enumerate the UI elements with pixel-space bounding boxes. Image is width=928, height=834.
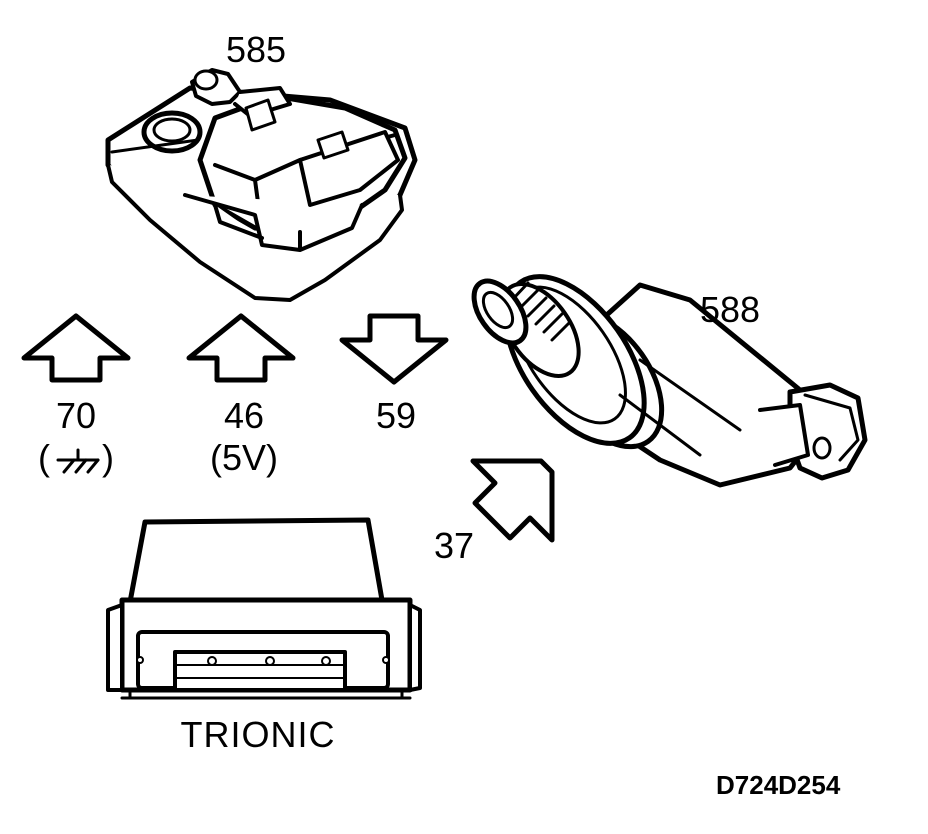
sensor-585-label: 585	[225, 29, 287, 70]
pin70-note-open: (	[38, 437, 50, 478]
valve-588-label: 588	[700, 289, 761, 330]
ecu-label: TRIONIC	[180, 714, 336, 755]
pin37-label: 37	[434, 525, 475, 566]
drawing-id: D724D254	[716, 770, 841, 800]
ecu-trionic-icon	[106, 517, 422, 700]
map-sensor-585-icon	[105, 68, 418, 302]
pin70-label: 70	[55, 395, 97, 436]
pin37-arrow-diagonal-icon	[470, 458, 555, 543]
pin59-label: 59	[375, 395, 417, 436]
ground-icon	[56, 448, 100, 474]
pin59-arrow-down-icon	[339, 313, 449, 385]
pin46-arrow-up-icon	[186, 313, 296, 383]
pin46-label: 46	[223, 395, 265, 436]
pin70-note-close: )	[102, 437, 114, 478]
pin46-note: (5V)	[209, 437, 279, 478]
valve-588-icon	[471, 274, 868, 488]
pin70-arrow-up-icon	[21, 313, 131, 383]
